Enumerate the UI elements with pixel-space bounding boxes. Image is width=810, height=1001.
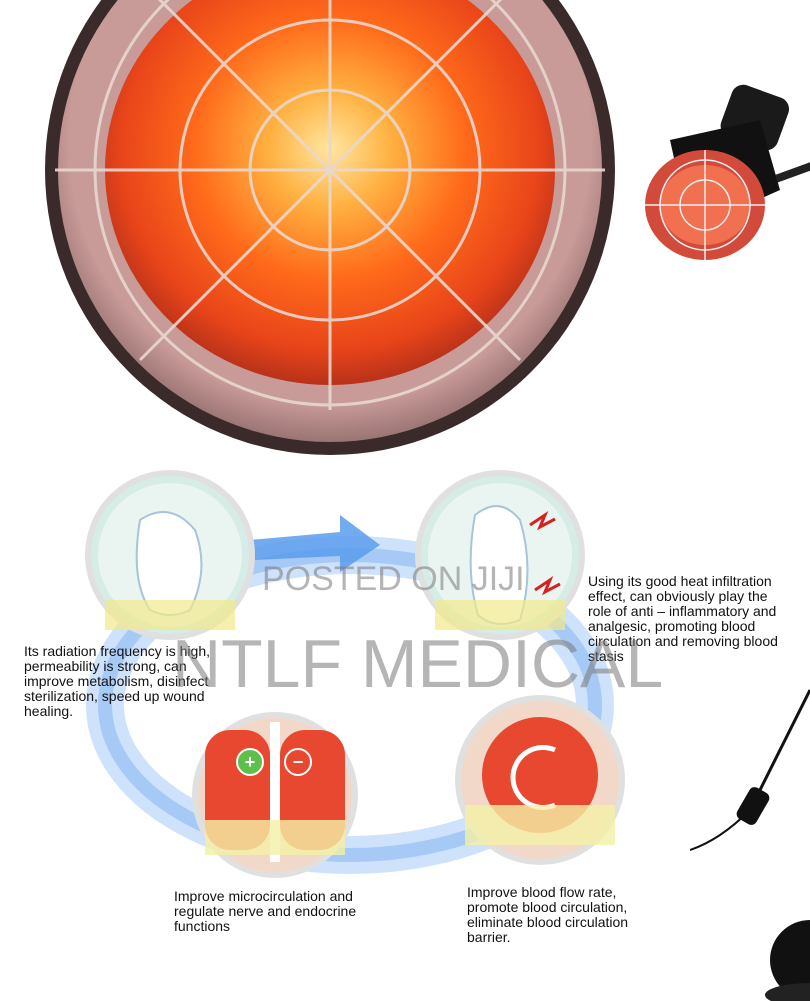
minus-icon: − <box>293 752 304 772</box>
caption-microcirculation: Improve microcirculation and regulate ne… <box>174 888 357 934</box>
plus-icon: + <box>245 752 256 772</box>
caption-heat-infiltration: Using its good heat infiltration effect,… <box>588 573 778 664</box>
watermark-line-1: POSTED ON JIJI <box>262 560 525 598</box>
lamp-cable-and-base-image <box>690 670 810 1001</box>
body-diagram-circle-2 <box>415 470 585 640</box>
body-diagram-circle-1 <box>85 470 255 640</box>
therapy-cycle-diagram: + − <box>80 460 640 880</box>
watermark-line-2: NTLF MEDICAL <box>172 626 664 702</box>
small-lamp-image <box>630 80 810 280</box>
caption-radiation-frequency: Its radiation frequency is high, permeab… <box>24 643 210 719</box>
body-diagram-circle-4 <box>455 695 625 865</box>
caption-blood-flow: Improve blood flow rate, promote blood c… <box>467 884 629 945</box>
lamp-closeup-image <box>0 0 620 460</box>
body-diagram-circle-3: + − <box>192 712 358 878</box>
